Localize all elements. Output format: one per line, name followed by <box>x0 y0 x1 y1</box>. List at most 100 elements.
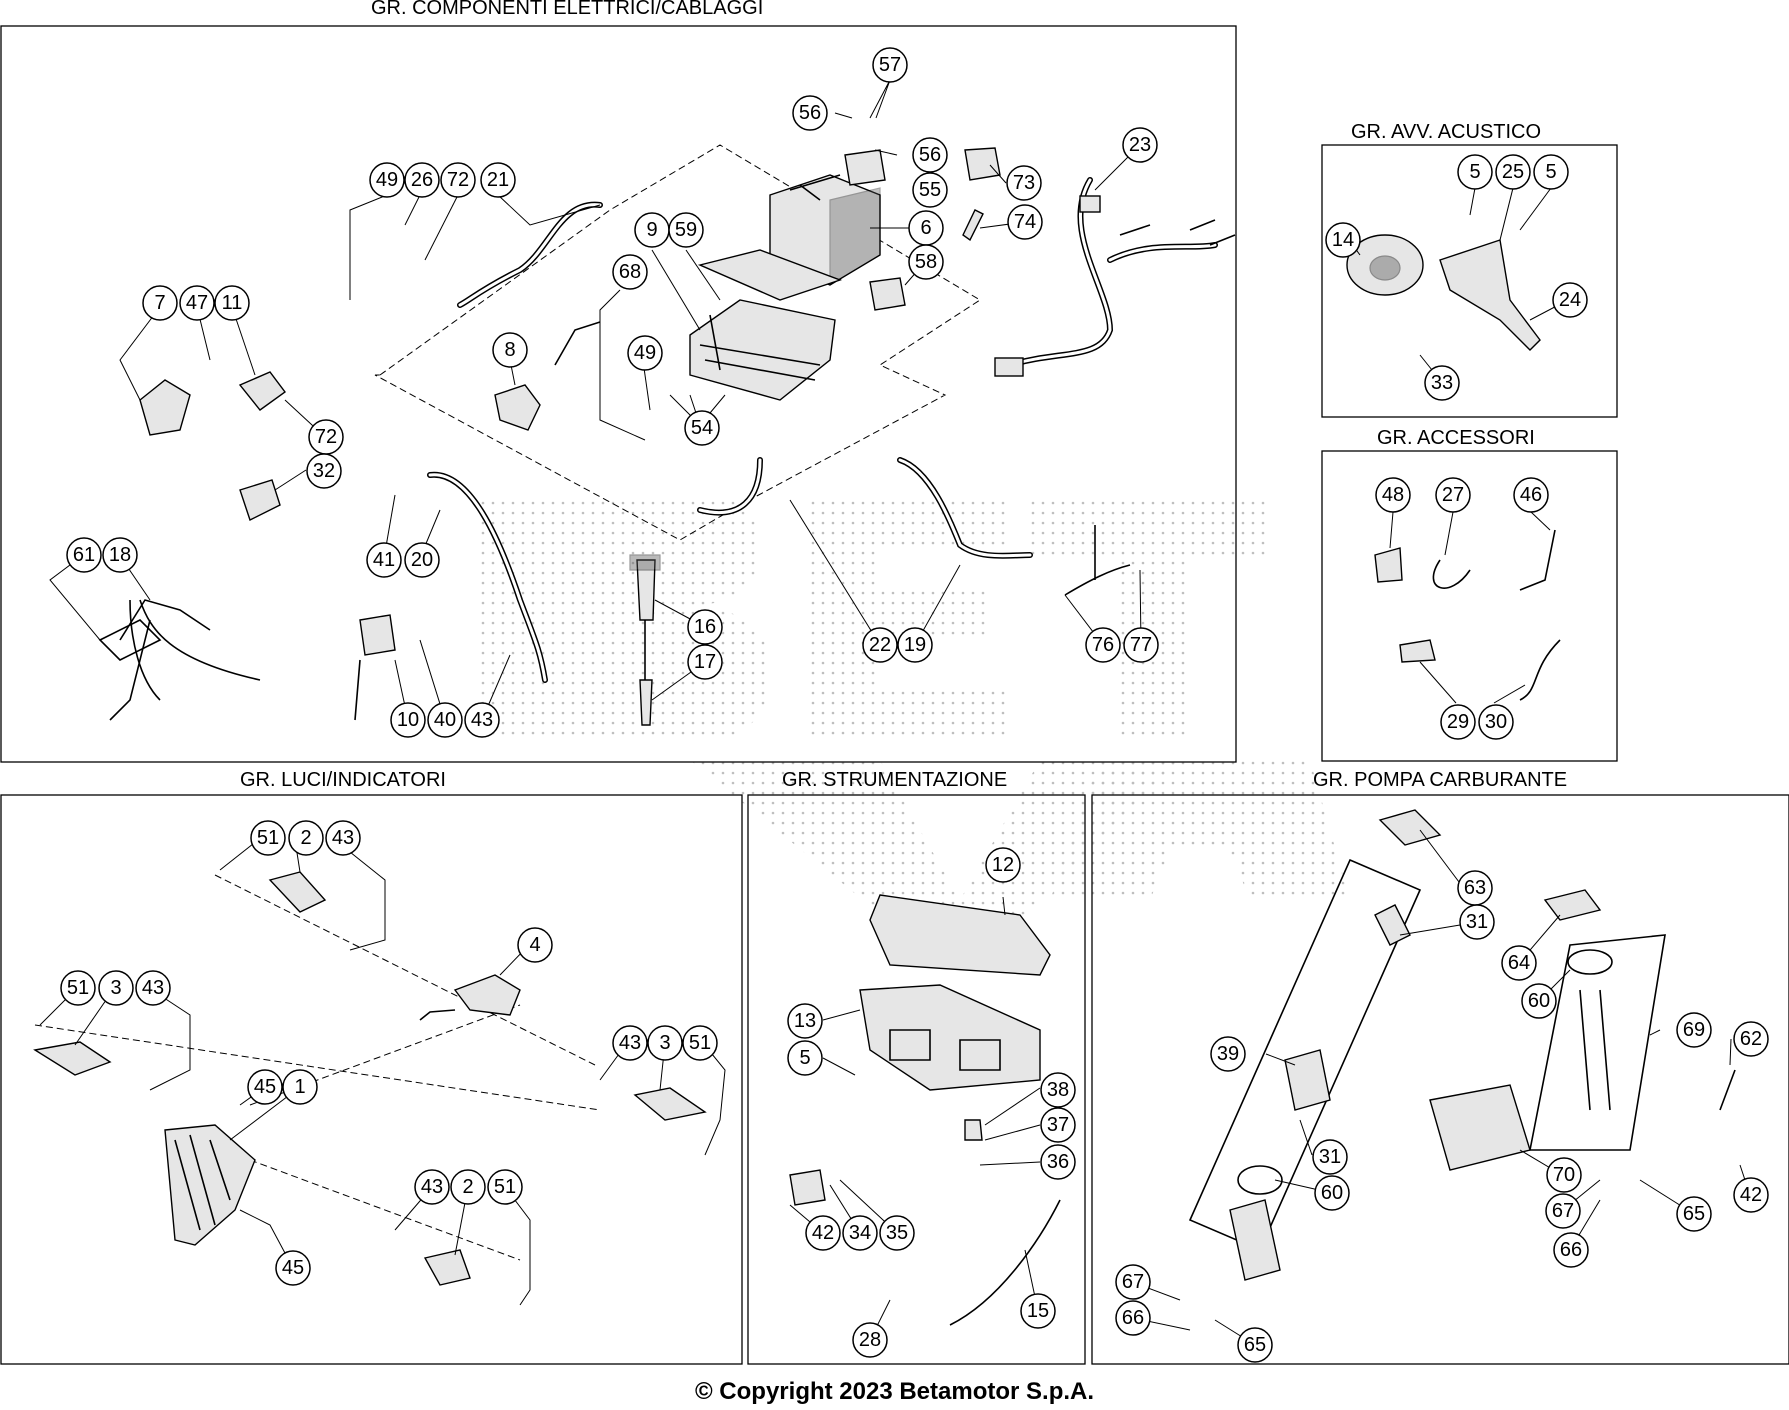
callout-label: 12 <box>992 854 1014 876</box>
callout-circle <box>492 332 528 368</box>
callout-electrical-32: 32 <box>306 453 342 489</box>
callout-electrical-11: 11 <box>214 285 250 321</box>
battery-tray <box>689 249 843 401</box>
callout-accessories-29: 29 <box>1440 704 1476 740</box>
callout-electrical-68: 68 <box>612 254 648 290</box>
callout-label: 40 <box>434 709 456 731</box>
callout-label: 8 <box>504 339 515 361</box>
callout-circle <box>852 1322 888 1358</box>
callout-circle <box>1424 365 1460 401</box>
callout-lights-3: 3 <box>647 1025 683 1061</box>
callout-electrical-49: 49 <box>627 335 663 371</box>
callout-electrical-16: 16 <box>687 609 723 645</box>
callout-label: 43 <box>471 709 493 731</box>
callout-electrical-61: 61 <box>66 537 102 573</box>
callout-label: 36 <box>1047 1151 1069 1173</box>
callout-circle <box>687 644 723 680</box>
callout-label: 46 <box>1520 484 1542 506</box>
relay-73 <box>964 147 1001 181</box>
callout-label: 24 <box>1559 289 1581 311</box>
callout-label: 62 <box>1740 1028 1762 1050</box>
horn-parts <box>1346 187 1569 381</box>
callout-circle <box>366 542 402 578</box>
gasket-63 <box>1378 809 1442 846</box>
callout-horn-25: 25 <box>1495 154 1531 190</box>
callout-circle <box>1501 945 1537 981</box>
callout-accessories-27: 27 <box>1435 477 1471 513</box>
callout-electrical-59: 59 <box>668 212 704 248</box>
callout-fuel_pump-67: 67 <box>1545 1193 1581 1229</box>
callout-label: 55 <box>919 179 941 201</box>
callout-circle <box>1237 1327 1273 1363</box>
callout-label: 32 <box>313 460 335 482</box>
callout-label: 42 <box>1740 1184 1762 1206</box>
callout-circle <box>1459 904 1495 940</box>
fuse-74 <box>962 209 984 242</box>
callout-label: 57 <box>879 54 901 76</box>
callout-label: 13 <box>794 1010 816 1032</box>
callout-circle <box>787 1003 823 1039</box>
callout-circle <box>1552 282 1588 318</box>
pump-body <box>1229 1199 1281 1281</box>
switch-32 <box>239 479 281 521</box>
callout-circle <box>985 847 1021 883</box>
callout-circle <box>1085 627 1121 663</box>
group-frame-fuel-pump <box>1091 794 1789 1365</box>
regulator-8 <box>494 384 541 431</box>
callout-electrical-43: 43 <box>464 702 500 738</box>
callout-circle <box>247 1069 283 1105</box>
callout-label: 28 <box>859 1329 881 1351</box>
callout-fuel_pump-67: 67 <box>1115 1264 1151 1300</box>
callout-label: 66 <box>1560 1239 1582 1261</box>
callout-electrical-72: 72 <box>308 419 344 455</box>
callout-label: 49 <box>376 169 398 191</box>
callout-label: 31 <box>1466 911 1488 933</box>
callout-circle <box>1545 1193 1581 1229</box>
callout-lights-2: 2 <box>288 820 324 856</box>
callout-label: 45 <box>282 1257 304 1279</box>
callout-circle <box>897 627 933 663</box>
callout-circle <box>1478 704 1514 740</box>
callout-electrical-55: 55 <box>912 172 948 208</box>
cdi-11 <box>238 371 286 411</box>
callout-lights-51: 51 <box>60 970 96 1006</box>
callout-circle <box>787 1040 823 1076</box>
callout-label: 66 <box>1122 1307 1144 1329</box>
group-title-instruments: GR. STRUMENTAZIONE <box>782 769 1007 791</box>
callout-label: 14 <box>1332 229 1354 251</box>
callout-label: 61 <box>73 544 95 566</box>
callout-lights-1: 1 <box>282 1069 318 1105</box>
callout-circle <box>792 95 828 131</box>
callout-label: 70 <box>1553 1164 1575 1186</box>
callout-horn-5: 5 <box>1457 154 1493 190</box>
callout-circle <box>682 1025 718 1061</box>
callout-circle <box>1733 1177 1769 1213</box>
callout-label: 23 <box>1129 134 1151 156</box>
callout-horn-24: 24 <box>1552 282 1588 318</box>
callout-label: 34 <box>849 1222 871 1244</box>
callout-label: 56 <box>919 144 941 166</box>
callout-label: 63 <box>1464 877 1486 899</box>
callout-label: 38 <box>1047 1079 1069 1101</box>
callout-circle <box>1495 154 1531 190</box>
callout-horn-5: 5 <box>1533 154 1569 190</box>
callout-lights-51: 51 <box>487 1169 523 1205</box>
callout-circle <box>687 609 723 645</box>
callout-label: 30 <box>1485 711 1507 733</box>
callout-label: 72 <box>315 426 337 448</box>
callout-label: 74 <box>1014 211 1036 233</box>
starter-relay <box>844 149 886 186</box>
callout-label: 60 <box>1528 990 1550 1012</box>
callout-label: 43 <box>421 1176 443 1198</box>
callout-label: 43 <box>332 827 354 849</box>
callout-fuel_pump-65: 65 <box>1676 1196 1712 1232</box>
callout-circle <box>912 137 948 173</box>
callout-circle <box>1325 222 1361 258</box>
indicator-2-bottom <box>423 1249 471 1286</box>
cable-tie-27 <box>1432 559 1471 589</box>
callout-circle <box>1122 127 1158 163</box>
callout-label: 19 <box>904 634 926 656</box>
callout-circle <box>1123 627 1159 663</box>
callout-label: 49 <box>634 342 656 364</box>
callout-label: 59 <box>675 219 697 241</box>
